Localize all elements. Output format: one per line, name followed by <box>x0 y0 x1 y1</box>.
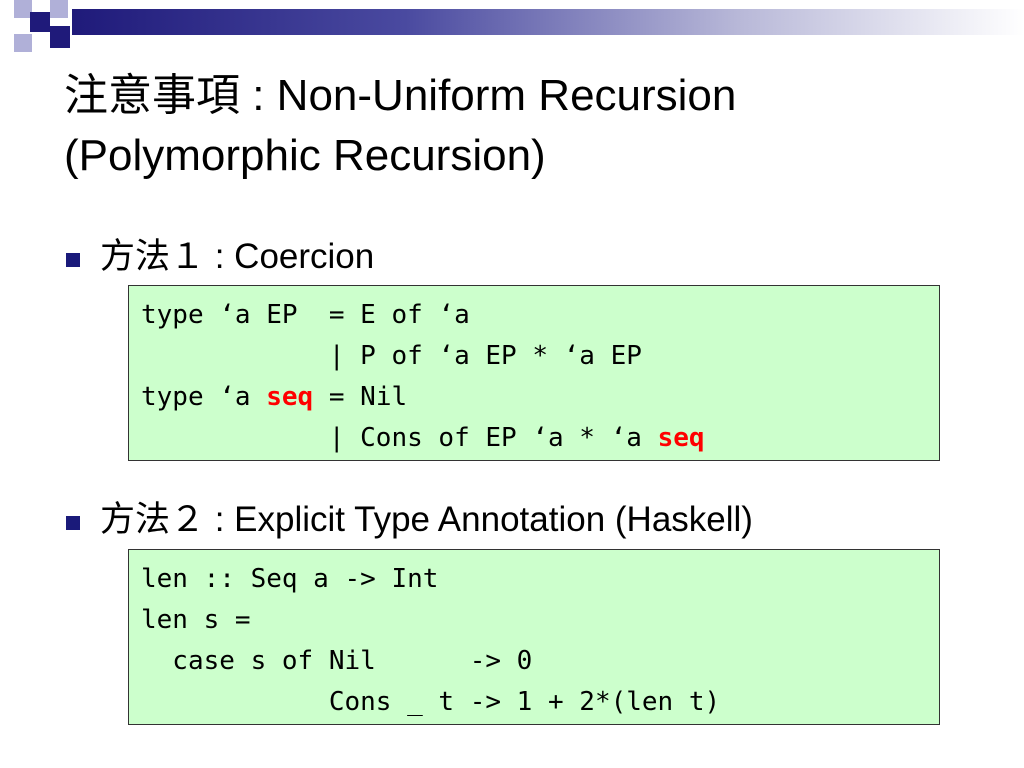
code-line: case s of Nil -> 0 <box>141 646 533 676</box>
header-gradient-bar <box>72 9 1024 35</box>
highlighted-keyword: seq <box>266 382 314 412</box>
section2-heading: 方法２ : Explicit Type Annotation (Haskell) <box>100 500 753 539</box>
slide-title: 注意事項 : Non-Uniform Recursion (Polymorphi… <box>64 66 1004 186</box>
code-line: type ‘a EP = E of ‘a <box>141 300 470 330</box>
title-line-2: (Polymorphic Recursion) <box>64 131 546 180</box>
corner-square-3 <box>30 12 50 32</box>
code-line: | Cons of EP ‘a * ‘a seq <box>141 418 927 459</box>
highlighted-keyword: seq <box>657 423 705 453</box>
code-line: len :: Seq a -> Int <box>141 564 439 594</box>
bullet-icon <box>66 516 80 530</box>
corner-square-1 <box>14 0 32 18</box>
code-line: Cons _ t -> 1 + 2*(len t) <box>141 687 721 717</box>
code-line: len s = <box>141 605 251 635</box>
bullet-icon <box>66 253 80 267</box>
code-text: = Nil <box>313 382 408 412</box>
code-text: type ‘a <box>141 382 267 412</box>
code-text: | Cons of EP ‘a * ‘a <box>141 423 658 453</box>
corner-square-2 <box>50 0 68 18</box>
code-line: | P of ‘a EP * ‘a EP <box>141 341 642 371</box>
corner-square-5 <box>50 26 70 48</box>
title-line-1: 注意事項 : Non-Uniform Recursion <box>64 71 737 120</box>
code-line: type ‘a seq = Nil <box>141 377 927 418</box>
code-block-coercion: type ‘a EP = E of ‘a | P of ‘a EP * ‘a E… <box>128 285 940 461</box>
section1-heading: 方法１ : Coercion <box>100 237 375 276</box>
corner-square-4 <box>14 34 32 52</box>
